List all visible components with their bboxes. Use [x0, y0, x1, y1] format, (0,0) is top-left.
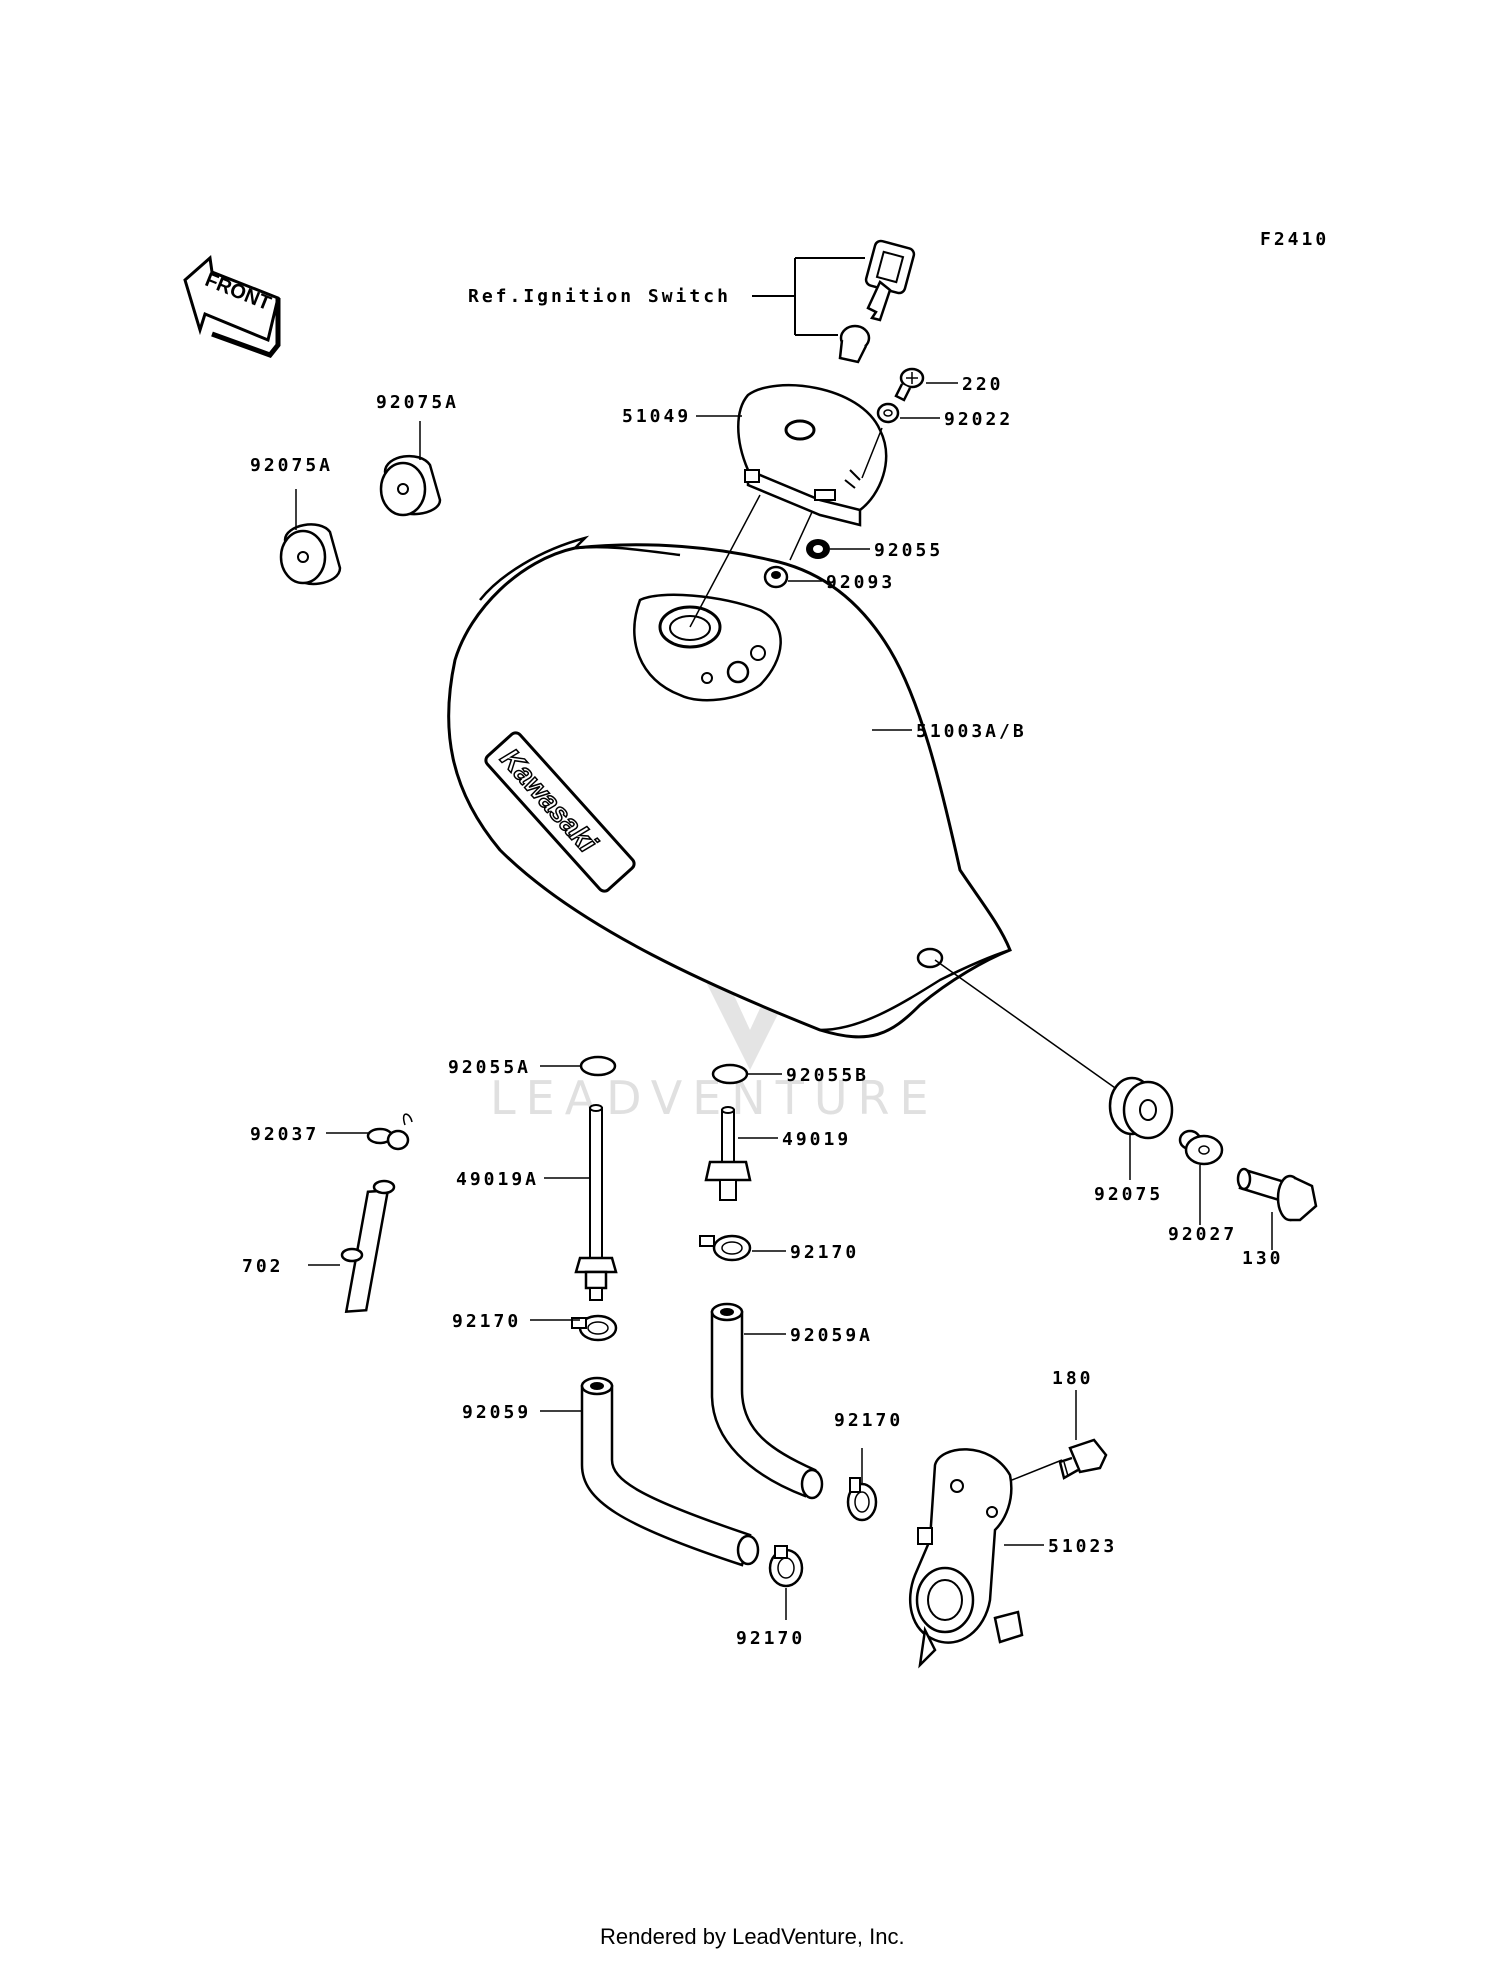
clamp-92170-c-icon [846, 1477, 878, 1522]
label-51049: 51049 [622, 406, 691, 427]
label-92055: 92055 [874, 540, 943, 561]
clamp-92170-b-icon [571, 1314, 618, 1342]
washer-92022-icon [876, 402, 900, 424]
ref-bracket [752, 257, 865, 336]
leader-92093-to-cap [789, 511, 813, 561]
leader-tank-to-cap [689, 494, 761, 628]
label-92170-a: 92170 [790, 1242, 859, 1263]
damper-92075a-lower-icon [279, 523, 342, 586]
label-220: 220 [962, 374, 1004, 395]
label-92037: 92037 [250, 1124, 319, 1145]
ignition-cylinder-icon [838, 324, 871, 364]
label-92075a-lower: 92075A [250, 455, 333, 476]
clamp-92170-d-icon [768, 1545, 804, 1588]
screw-220-icon [894, 367, 925, 402]
label-92093: 92093 [826, 572, 895, 593]
leader-92022-to-cap [861, 427, 883, 479]
label-180: 180 [1052, 1368, 1094, 1389]
label-51023: 51023 [1048, 1536, 1117, 1557]
hose-92059a-icon [710, 1302, 824, 1500]
bolt-130-icon [1236, 1167, 1318, 1222]
label-92170-d: 92170 [736, 1628, 805, 1649]
label-51003ab: 51003A/B [916, 721, 1027, 742]
label-92055b: 92055B [786, 1065, 869, 1086]
label-49019a: 49019A [456, 1169, 539, 1190]
leader-lines [295, 382, 1273, 1620]
clip-92037-icon [366, 1113, 413, 1151]
label-130: 130 [1242, 1248, 1284, 1269]
oring-92055-icon [806, 539, 830, 559]
leader-tank-to-92075 [934, 959, 1119, 1091]
hose-92059-icon [580, 1376, 760, 1567]
label-92075: 92075 [1094, 1184, 1163, 1205]
oring-92055a-icon [579, 1055, 617, 1077]
tube-702-icon [308, 1179, 396, 1313]
label-92022: 92022 [944, 409, 1013, 430]
label-92059: 92059 [462, 1402, 531, 1423]
front-arrow-icon: FRONT [183, 255, 281, 358]
label-92170-b: 92170 [452, 1311, 521, 1332]
label-49019: 49019 [782, 1129, 851, 1150]
label-92170-c: 92170 [834, 1410, 903, 1431]
pipe-49019a-icon [574, 1104, 618, 1301]
part-labels: 220 92022 51049 92055 92093 92075A 92075… [242, 374, 1284, 1649]
fuel-cock-51023-icon [908, 1448, 1024, 1669]
label-92075a-upper: 92075A [376, 392, 459, 413]
bolt-180-icon [1058, 1438, 1108, 1480]
figure-code: F2410 [1260, 229, 1329, 250]
label-92059a: 92059A [790, 1325, 873, 1346]
ref-ignition-switch-label: Ref.Ignition Switch [468, 286, 731, 307]
pipe-49019-icon [704, 1106, 752, 1201]
damper-92075a-upper-icon [379, 454, 442, 517]
collar-92027-icon [1178, 1129, 1224, 1166]
damper-92075-icon [1108, 1076, 1174, 1140]
ignition-key-icon [864, 239, 916, 322]
label-702: 702 [242, 1256, 284, 1277]
clamp-92170-a-icon [699, 1234, 752, 1262]
footer-credit: Rendered by LeadVenture, Inc. [600, 1924, 905, 1949]
grommet-92093-icon [763, 565, 789, 589]
tank-cap-base-51049 [737, 383, 888, 527]
oring-92055b-icon [711, 1063, 749, 1085]
label-92027: 92027 [1168, 1224, 1237, 1245]
watermark-text: LEADVENTURE [490, 1071, 939, 1125]
fuel-tank-51003: Kawasaki [447, 535, 1012, 1039]
leader-180-to-cock [1011, 1459, 1063, 1481]
label-92055a: 92055A [448, 1057, 531, 1078]
